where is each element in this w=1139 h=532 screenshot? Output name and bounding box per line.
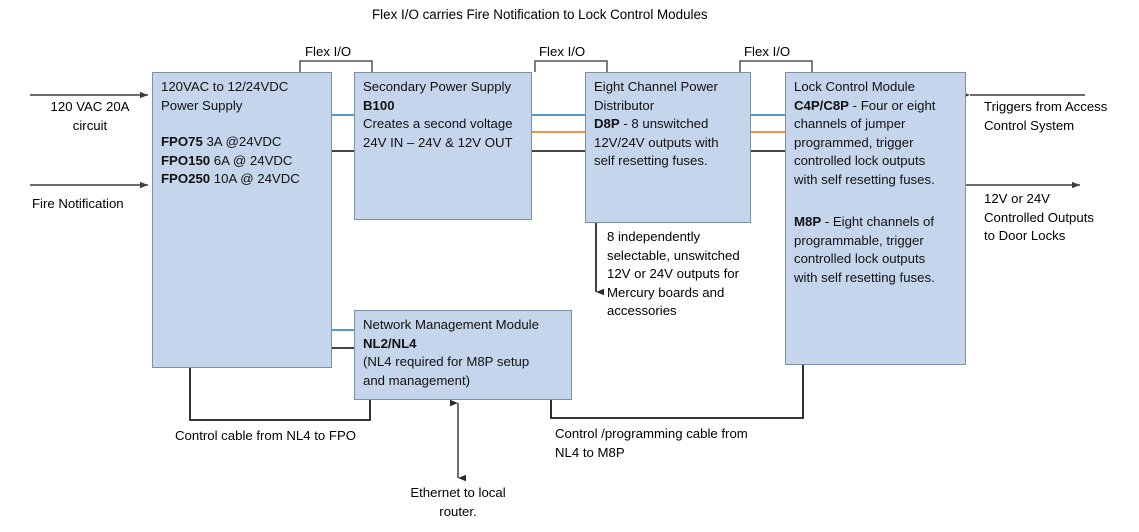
diagram-title: Flex I/O carries Fire Notification to Lo… <box>372 7 708 22</box>
box-power-distributor[interactable]: Eight Channel Power Distributor D8P - 8 … <box>585 72 751 223</box>
lock-control-text-a: Lock Control Module C4P/C8P - Four or ei… <box>794 78 960 190</box>
ethernet-line-2: router. <box>439 503 477 519</box>
d8p-note-line-5: accessories <box>607 303 677 319</box>
power-supply-title-1: 120VAC to 12/24VDC <box>161 79 289 94</box>
lock-control-desc-b-2: programmable, trigger <box>794 232 924 248</box>
distributor-title-2: Distributor <box>594 97 655 113</box>
model-spec: 3A @24VDC <box>202 134 282 150</box>
nlm-desc-1: (NL4 required for M8P setup <box>363 354 530 370</box>
spacer <box>161 115 326 133</box>
lock-control-desc-a-4: controlled lock outputs <box>794 153 926 169</box>
lock-control-title: Lock Control Module <box>794 79 915 94</box>
d8p-output-note: 8 independently selectable, unswitched 1… <box>607 228 740 321</box>
d8p-note-line-4: Mercury boards and <box>607 284 725 300</box>
d8p-note-line-2: selectable, unswitched <box>607 247 740 263</box>
power-supply-text: 120VAC to 12/24VDC Power Supply FPO75 3A… <box>161 78 326 189</box>
power-supply-model-0: FPO75 3A @24VDC <box>161 133 326 152</box>
distributor-desc-2: 12V/24V outputs with <box>594 134 719 150</box>
distributor-desc-1: - 8 unswitched <box>619 116 709 132</box>
lock-control-model-b-line: M8P - Eight channels of <box>794 213 960 232</box>
secondary-power-text: Secondary Power Supply B100 Creates a se… <box>363 78 526 152</box>
input-mains-label: 120 VAC 20A circuit <box>35 98 145 135</box>
box-network-management-module[interactable]: Network Management Module NL2/NL4 (NL4 r… <box>354 310 572 400</box>
lock-control-model-b: M8P <box>794 214 822 229</box>
distributor-text: Eight Channel Power Distributor D8P - 8 … <box>594 78 745 171</box>
lock-control-desc-a-3: programmed, trigger <box>794 134 914 150</box>
input-mains-line-2: circuit <box>72 117 108 133</box>
input-fire-label: Fire Notification <box>32 196 124 211</box>
d8p-note-line-3: 12V or 24V outputs for <box>607 266 739 282</box>
lock-control-desc-a-5: with self resetting fuses. <box>794 171 935 187</box>
cable-m8p-label: Control /programming cable from NL4 to M… <box>555 425 748 462</box>
power-supply-title-2: Power Supply <box>161 97 243 113</box>
nlm-desc-2: and management) <box>363 372 471 388</box>
flex-io-label-2: Flex I/O <box>539 44 586 59</box>
lock-control-model-a: C4P/C8P <box>794 97 849 113</box>
distributor-model-line: D8P - 8 unswitched <box>594 115 745 134</box>
lock-control-desc-a-2: channels of jumper <box>794 116 906 132</box>
lock-control-model-a-line: C4P/C8P - Four or eight <box>794 97 960 116</box>
box-secondary-power-supply[interactable]: Secondary Power Supply B100 Creates a se… <box>354 72 532 220</box>
flex-io-label-1: Flex I/O <box>305 44 352 59</box>
ethernet-line-1: Ethernet to local <box>410 485 506 500</box>
secondary-title: Secondary Power Supply <box>363 79 512 94</box>
secondary-model: B100 <box>363 97 526 116</box>
ethernet-label: Ethernet to local router. <box>388 484 528 521</box>
secondary-desc-1: Creates a second voltage <box>363 116 513 132</box>
model-name: FPO150 <box>161 152 211 168</box>
nlm-text: Network Management Module NL2/NL4 (NL4 r… <box>363 316 566 390</box>
d8p-note-line-1: 8 independently <box>607 229 701 244</box>
nlm-model: NL2/NL4 <box>363 335 417 351</box>
cable-m8p-line-2: NL4 to M8P <box>555 444 625 460</box>
model-spec: 10A @ 24VDC <box>210 171 300 187</box>
distributor-model: D8P <box>594 116 620 132</box>
lock-control-desc-b-3: controlled lock outputs <box>794 251 926 267</box>
output-locks-label: 12V or 24V Controlled Outputs to Door Lo… <box>984 190 1094 246</box>
nlm-title: Network Management Module <box>363 317 539 332</box>
distributor-title-1: Eight Channel Power <box>594 79 718 94</box>
lock-control-desc-b-1: - Eight channels of <box>821 214 935 229</box>
cable-m8p-line-1: Control /programming cable from <box>555 426 748 441</box>
lock-control-desc-b-4: with self resetting fuses. <box>794 269 935 285</box>
cable-fpo-label: Control cable from NL4 to FPO <box>175 428 357 443</box>
output-triggers-label: Triggers from Access Control System <box>984 98 1107 135</box>
lock-control-text-b: M8P - Eight channels of programmable, tr… <box>794 213 960 287</box>
output-triggers-line-1: Triggers from Access <box>984 99 1108 114</box>
model-name: FPO250 <box>161 171 211 187</box>
distributor-desc-3: self resetting fuses. <box>594 153 708 169</box>
flex-io-label-3: Flex I/O <box>744 44 791 59</box>
input-mains-line-1: 120 VAC 20A <box>50 99 130 114</box>
secondary-model-name: B100 <box>363 97 395 113</box>
power-supply-model-1: FPO150 6A @ 24VDC <box>161 152 326 171</box>
output-triggers-line-2: Control System <box>984 117 1075 133</box>
model-spec: 6A @ 24VDC <box>210 152 293 168</box>
lock-control-desc-a-1: - Four or eight <box>848 97 936 113</box>
nlm-model-line: NL2/NL4 <box>363 335 566 354</box>
box-lock-control-module[interactable]: Lock Control Module C4P/C8P - Four or ei… <box>785 72 966 365</box>
power-supply-model-2: FPO250 10A @ 24VDC <box>161 170 326 189</box>
model-name: FPO75 <box>161 134 203 150</box>
secondary-desc-2: 24V IN – 24V & 12V OUT <box>363 134 513 150</box>
output-locks-line-3: to Door Locks <box>984 228 1066 244</box>
output-locks-line-2: Controlled Outputs <box>984 209 1094 225</box>
output-locks-line-1: 12V or 24V <box>984 191 1050 206</box>
box-power-supply[interactable]: 120VAC to 12/24VDC Power Supply FPO75 3A… <box>152 72 332 368</box>
